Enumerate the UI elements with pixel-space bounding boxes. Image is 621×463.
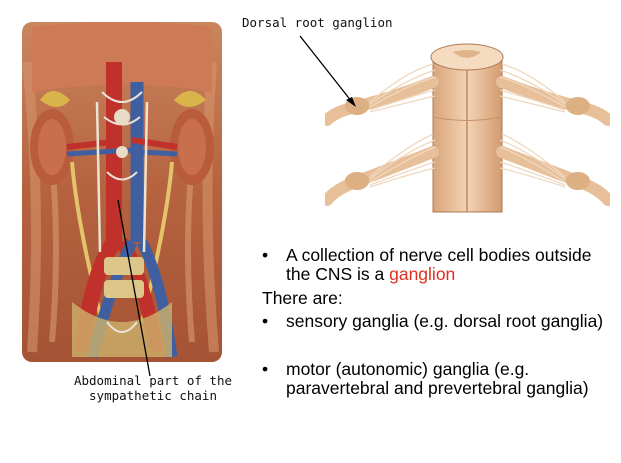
bullet-text: A collection of nerve cell bodies outsid…: [286, 245, 592, 284]
slide-text: • A collection of nerve cell bodies outs…: [262, 246, 612, 398]
there-are-line: There are:: [262, 288, 343, 308]
caption-line-1: Abdominal part of the: [73, 373, 233, 388]
spinal-cord-illustration: [325, 43, 610, 213]
caption-abdominal-sympathetic-chain: Abdominal part of the sympathetic chain: [68, 373, 238, 403]
highlight-term-ganglion: ganglion: [389, 264, 456, 284]
bullet-text: motor (autonomic) ganglia (e.g. paravert…: [286, 359, 589, 398]
bullet-marker: •: [262, 359, 269, 379]
abdominal-anatomy-illustration: [22, 22, 222, 362]
bullet-ganglion-definition: • A collection of nerve cell bodies outs…: [262, 246, 612, 284]
bullet-sensory-ganglia: • sensory ganglia (e.g. dorsal root gang…: [262, 312, 612, 331]
caption-line-2: sympathetic chain: [89, 388, 217, 403]
bullet-marker: •: [262, 245, 269, 265]
bullet-text: sensory ganglia (e.g. dorsal root gangli…: [286, 311, 604, 331]
bullet-marker: •: [262, 311, 269, 331]
bullet-motor-ganglia: • motor (autonomic) ganglia (e.g. parave…: [262, 360, 612, 398]
caption-dorsal-root-ganglion: Dorsal root ganglion: [242, 15, 393, 30]
